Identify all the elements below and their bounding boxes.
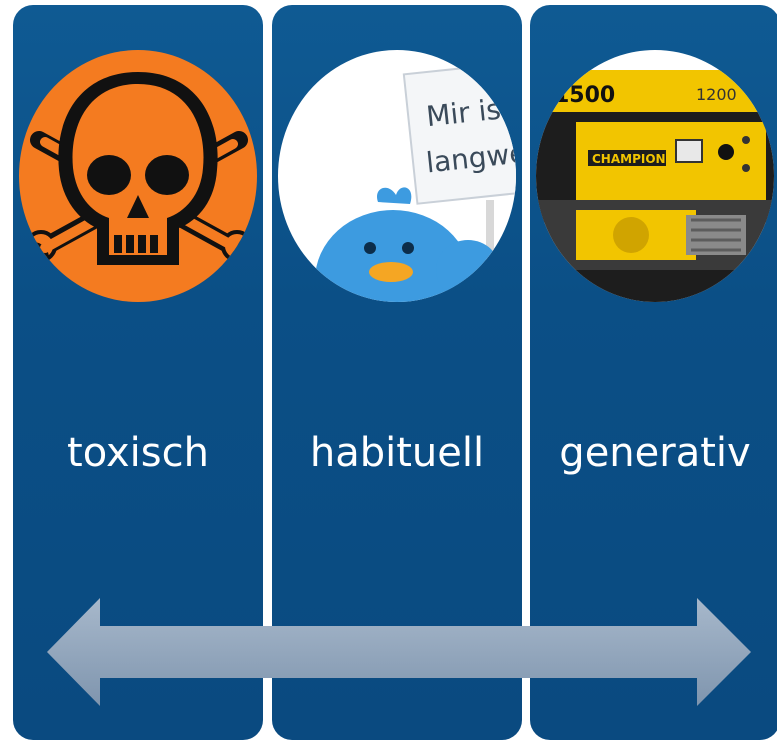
panel-label: toxisch (67, 430, 209, 476)
panel-toxisch: toxisch (13, 5, 263, 740)
generator-model-text-2: 1200 (696, 85, 737, 104)
panel-habituell: Mir ist langwe habituell (272, 5, 522, 740)
generator-model-text: 1500 (554, 83, 615, 108)
panel-label: habituell (309, 430, 485, 476)
bored-bird-sign-icon: Mir ist langwe (278, 50, 516, 302)
panel-generativ: 1500 1200 CHAMPION gene (530, 5, 777, 740)
power-generator-icon: 1500 1200 CHAMPION (536, 50, 774, 302)
generator-brand-text: CHAMPION (592, 152, 666, 166)
panel-label: generativ (559, 430, 751, 476)
skull-crossbones-icon (19, 50, 257, 302)
